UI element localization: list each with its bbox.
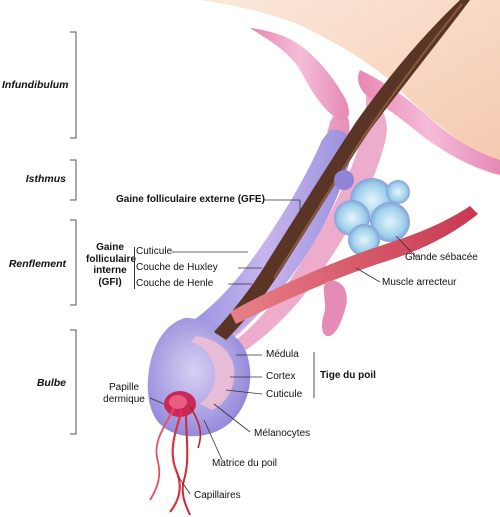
label-papille-line1: Papille [108,382,140,393]
label-gfi-line4: (GFI) [98,276,122,288]
label-muscle: Muscle arrecteur [382,277,457,288]
arrector-muscle [230,206,478,324]
hair-shaft-highlight [273,3,463,279]
sebaceous-gland [334,170,410,256]
label-cortex: Cortex [266,371,296,382]
capillary-4 [189,405,202,449]
label-gfi: Gaine folliculaire interne (GFI) [86,242,137,288]
follicle-sheath [178,129,352,348]
bulb-inner [190,336,235,410]
section-isthmus: Isthmus [25,173,66,185]
section-bulbe: Bulbe [36,377,66,389]
label-gfi-line3: interne [93,265,127,276]
label-henle: Couche de Henle [136,278,214,289]
label-medula: Médula [266,349,299,360]
leader-lines [149,199,417,495]
gfi-separator [134,247,135,289]
label-matrice: Matrice du poil [212,458,278,469]
label-papille-line2: dermique [103,394,145,405]
bracket-renflement [70,219,77,306]
label-papille: Papille dermique [96,382,152,406]
capillary-3 [149,407,175,501]
label-gfi-line1: Gaine [96,242,124,253]
label-glande: Glande sébacée [405,252,478,263]
lower-appendage [322,280,347,337]
bracket-isthmus [70,159,77,201]
label-gfi-line2: folliculaire [86,253,137,265]
label-capillaires: Capillaires [194,490,241,501]
capillary-2 [181,411,191,516]
label-huxley: Couche de Huxley [136,262,218,273]
section-renflement: Renflement [8,258,66,270]
label-cuticule-gfi: Cuticule [136,246,173,257]
label-melanocytes: Mélanocytes [254,428,311,439]
capillary-1 [169,409,184,513]
label-gfe: Gaine folliculaire externe (GFE) [116,194,265,205]
label-tige: Tige du poil [320,370,376,381]
bracket-infundibulum [70,31,77,139]
label-cuticule-tige: Cuticule [266,389,303,400]
bracket-bulbe [70,329,77,435]
epidermis-fold-left [250,28,349,121]
section-infundibulum: Infundibulum [2,79,69,91]
